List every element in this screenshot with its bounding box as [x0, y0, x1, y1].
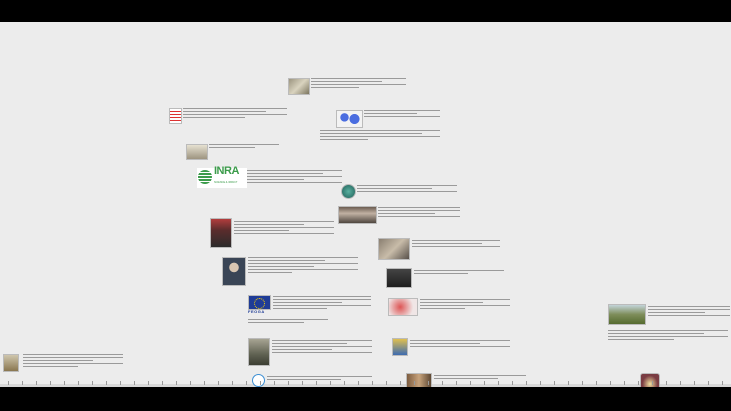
- event-image: [222, 257, 246, 286]
- axis-tick: [204, 381, 205, 385]
- event-text: [311, 76, 406, 90]
- event-image: [406, 373, 432, 387]
- event-image: [388, 298, 418, 316]
- axis-tick: [92, 381, 93, 385]
- event-image: [336, 110, 363, 128]
- eu-flag-logo: [248, 295, 271, 310]
- event-text: [414, 268, 504, 276]
- axis-tick: [498, 381, 499, 385]
- event-text: [248, 255, 358, 275]
- axis-tick: [708, 381, 709, 385]
- axis-tick: [302, 381, 303, 385]
- axis-tick: [358, 381, 359, 385]
- event-text: [648, 304, 730, 318]
- axis-tick: [274, 381, 275, 385]
- event-text: [410, 338, 510, 349]
- axis-tick: [428, 381, 429, 385]
- axis-tick: [148, 381, 149, 385]
- event-text: [209, 142, 279, 150]
- event-text: [364, 108, 440, 119]
- timeline-canvas[interactable]: INRA SCIENCE & IMPACT: [0, 22, 731, 387]
- axis-tick: [232, 381, 233, 385]
- inra-logo-subtext: SCIENCE & IMPACT: [214, 181, 238, 184]
- event-text: [267, 374, 372, 382]
- axis-tick: [50, 381, 51, 385]
- event-image: [186, 144, 208, 160]
- coat-of-arms-icon: [640, 373, 660, 387]
- axis-tick: [624, 381, 625, 385]
- axis-tick: [414, 381, 415, 385]
- axis-tick: [680, 381, 681, 385]
- event-image: [169, 108, 182, 124]
- event-text: [420, 297, 510, 311]
- event-text: [272, 338, 372, 355]
- event-image: [248, 338, 270, 366]
- event-image: [386, 268, 412, 288]
- wfp-logo-icon: [252, 374, 265, 387]
- axis-tick: [666, 381, 667, 385]
- axis-tick: [330, 381, 331, 385]
- event-image: [378, 238, 410, 260]
- event-image: [210, 218, 232, 248]
- event-text: [378, 205, 460, 219]
- axis-tick: [596, 381, 597, 385]
- axis-tick: [64, 381, 65, 385]
- axis-tick: [652, 381, 653, 385]
- event-text: [273, 294, 371, 311]
- event-text: [608, 328, 728, 342]
- axis-tick: [694, 381, 695, 385]
- inra-logo-text: INRA: [214, 165, 239, 177]
- axis-tick: [8, 381, 9, 385]
- event-image: [392, 338, 408, 356]
- event-text: [234, 219, 334, 236]
- axis-tick: [176, 381, 177, 385]
- axis-tick: [722, 381, 723, 385]
- axis-tick: [344, 381, 345, 385]
- event-image: [338, 206, 377, 224]
- event-text: [248, 317, 328, 325]
- axis-tick: [218, 381, 219, 385]
- axis-tick: [400, 381, 401, 385]
- timeline-axis: [0, 384, 731, 387]
- axis-tick: [260, 381, 261, 385]
- axis-tick: [526, 381, 527, 385]
- axis-tick: [106, 381, 107, 385]
- axis-tick: [610, 381, 611, 385]
- event-text: [183, 106, 287, 120]
- event-image: [288, 78, 310, 95]
- event-text: [320, 128, 440, 142]
- axis-tick: [120, 381, 121, 385]
- axis-tick: [246, 381, 247, 385]
- axis-tick: [512, 381, 513, 385]
- axis-tick: [316, 381, 317, 385]
- axis-tick: [162, 381, 163, 385]
- globe-icon: [341, 184, 356, 199]
- event-image: [3, 354, 19, 372]
- axis-tick: [36, 381, 37, 385]
- axis-tick: [386, 381, 387, 385]
- feoga-label: FEOGA: [248, 309, 265, 314]
- event-text: [23, 352, 123, 369]
- axis-tick: [638, 381, 639, 385]
- axis-tick: [456, 381, 457, 385]
- axis-tick: [582, 381, 583, 385]
- axis-tick: [78, 381, 79, 385]
- axis-tick: [540, 381, 541, 385]
- event-image: [608, 304, 646, 325]
- axis-tick: [484, 381, 485, 385]
- axis-tick: [470, 381, 471, 385]
- axis-tick: [568, 381, 569, 385]
- axis-tick: [372, 381, 373, 385]
- inra-logo: INRA SCIENCE & IMPACT: [197, 165, 247, 188]
- event-text: [247, 168, 342, 185]
- axis-tick: [442, 381, 443, 385]
- event-text: [412, 238, 500, 249]
- axis-tick: [554, 381, 555, 385]
- axis-tick: [22, 381, 23, 385]
- axis-tick: [134, 381, 135, 385]
- axis-tick: [190, 381, 191, 385]
- axis-tick: [288, 381, 289, 385]
- event-text: [357, 183, 457, 194]
- event-text: [434, 373, 526, 381]
